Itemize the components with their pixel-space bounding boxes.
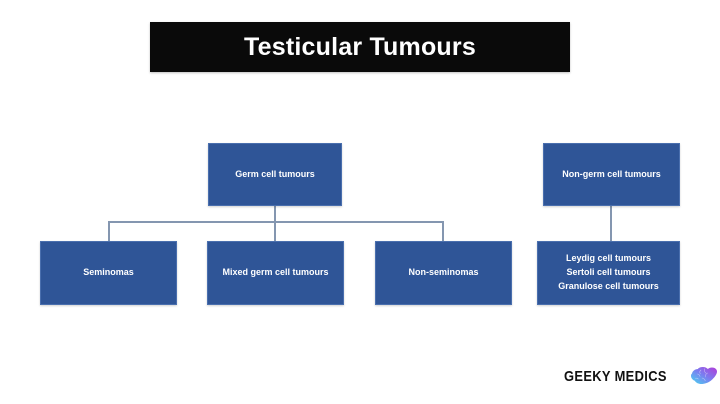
node-non-germ-cell-tumours[interactable]: Non-germ cell tumours: [543, 143, 680, 206]
brand-name: GEEKY MEDICS: [564, 367, 667, 385]
brand-watermark: GEEKY MEDICS: [564, 366, 717, 386]
node-mixed-germ-cell-tumours[interactable]: Mixed germ cell tumours: [207, 241, 344, 305]
connector-non-germ-cell-stem: [610, 206, 612, 241]
node-label: Seminomas: [83, 267, 134, 278]
connector-drop-seminomas: [108, 221, 110, 241]
node-label: Germ cell tumours: [235, 168, 315, 179]
node-label-line-2: Sertoli cell tumours: [566, 267, 651, 278]
connector-drop-non-seminomas: [442, 221, 444, 241]
page-title: Testicular Tumours: [244, 32, 476, 61]
node-label: Mixed germ cell tumours: [222, 267, 329, 278]
slide-title-bar: Testicular Tumours: [150, 22, 570, 72]
node-non-seminomas[interactable]: Non-seminomas: [375, 241, 512, 305]
node-germ-cell-tumours[interactable]: Germ cell tumours: [208, 143, 342, 206]
node-label-line-1: Leydig cell tumours: [565, 253, 652, 264]
connector-germ-cell-stem: [274, 206, 276, 223]
node-seminomas[interactable]: Seminomas: [40, 241, 177, 305]
connector-drop-mixed: [274, 221, 276, 241]
node-non-germ-cell-types[interactable]: Leydig cell tumours Sertoli cell tumours…: [537, 241, 680, 305]
brain-icon: [690, 367, 717, 384]
node-label: Non-seminomas: [408, 267, 479, 278]
node-label: Non-germ cell tumours: [562, 168, 661, 179]
node-label-line-3: Granulose cell tumours: [558, 280, 659, 291]
connector-horizontal-bus: [108, 221, 444, 223]
